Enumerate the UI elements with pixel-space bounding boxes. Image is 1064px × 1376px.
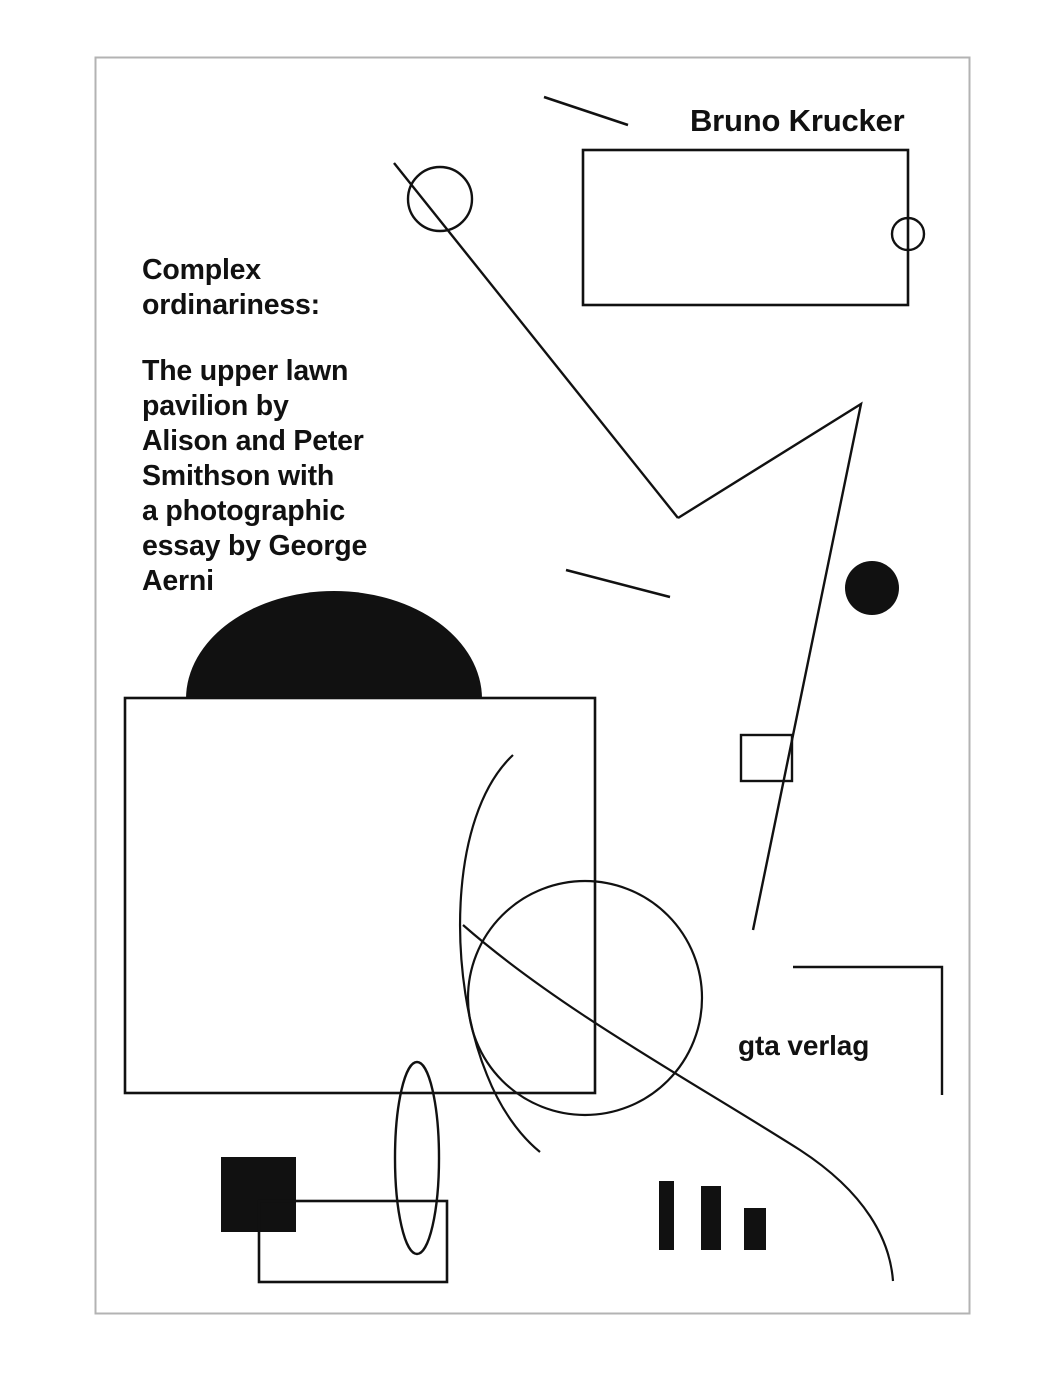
bar-2 (701, 1186, 721, 1250)
long-s-curve (462, 924, 895, 1282)
short-diagonal-line-top (543, 95, 629, 127)
zigzag-polyline (677, 401, 863, 931)
title-main: The upper lawn pavilion by Alison and Pe… (142, 355, 368, 597)
tall-ellipse-outline (393, 1060, 441, 1256)
title-block: Complex ordinariness: The upper lawn pav… (142, 253, 442, 599)
large-rectangle-center (123, 696, 597, 1095)
bar-3 (744, 1208, 766, 1250)
large-rectangle-top-right (581, 148, 910, 307)
small-square-outline (739, 733, 794, 783)
long-diagonal-line (393, 162, 679, 519)
small-circle-on-rectangle-edge (890, 216, 926, 252)
circle-outline-top-left (406, 165, 474, 233)
publisher-name: gta verlag (738, 1030, 870, 1061)
small-rectangle-outline (257, 1199, 449, 1284)
black-half-dome (186, 591, 482, 699)
short-diagonal-line-middle (565, 568, 671, 599)
page-frame-rectangle (94, 56, 971, 1315)
filled-black-circle (845, 561, 899, 615)
bar-1 (659, 1181, 674, 1250)
corner-bracket-line (793, 965, 944, 1095)
author-name: Bruno Krucker (690, 103, 905, 138)
large-circle-outline (466, 879, 704, 1117)
title-lead: Complex ordinariness: (142, 254, 320, 321)
